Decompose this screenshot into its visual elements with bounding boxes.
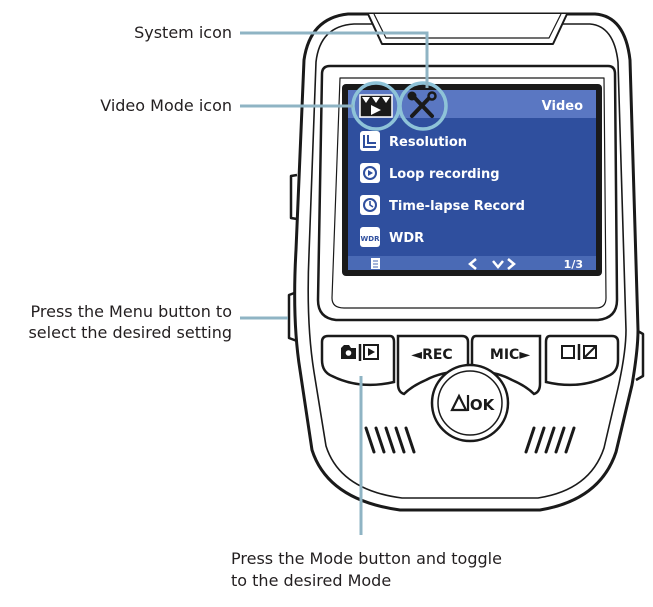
- warning-triangle-icon: [450, 393, 468, 412]
- menu-item-label: Time-lapse Record: [389, 199, 525, 214]
- screen-toggle-button[interactable]: [544, 334, 620, 387]
- page-indicator: 1/3: [564, 258, 583, 271]
- menu-button-callout-line1: Press the Menu button to: [30, 302, 232, 321]
- system-icon-callout: System icon: [134, 23, 232, 42]
- system-icon-leader: [240, 31, 429, 88]
- lcd-screen: Video Resolution Loop recording: [342, 81, 602, 276]
- menu-button-callout-line2: select the desired setting: [28, 323, 232, 342]
- menu-item-resolution[interactable]: Resolution: [360, 131, 467, 151]
- speaker-grille-left: [364, 426, 416, 454]
- ok-button-label: OK: [470, 396, 496, 414]
- mode-label: Video: [542, 99, 583, 114]
- camera-video-icon: [341, 344, 379, 361]
- screen-on-off-icon: [561, 344, 597, 360]
- mic-button-label: MIC►: [490, 347, 530, 363]
- menu-item-loop-recording[interactable]: Loop recording: [360, 163, 500, 183]
- chevron-left-icon[interactable]: [468, 258, 477, 270]
- video-mode-icon[interactable]: [359, 94, 393, 118]
- menu-item-label: Loop recording: [389, 167, 500, 182]
- chevron-down-icon[interactable]: [492, 260, 504, 269]
- system-icon[interactable]: [407, 91, 437, 118]
- mode-button[interactable]: [320, 334, 396, 387]
- leader-lines: [240, 31, 429, 535]
- rec-button[interactable]: ◄REC: [396, 334, 470, 396]
- screen-background: [348, 90, 596, 270]
- video-mode-icon-callout: Video Mode icon: [100, 96, 232, 115]
- wdr-icon-text: WDR: [361, 235, 381, 243]
- system-highlight-ring: [398, 81, 448, 131]
- menu-item-time-lapse-record[interactable]: Time-lapse Record: [360, 195, 525, 215]
- speaker-grille-right: [524, 426, 576, 454]
- mic-button[interactable]: MIC►: [470, 334, 542, 396]
- menu-item-wdr[interactable]: WDR WDR: [360, 227, 424, 247]
- menu-item-label: WDR: [389, 231, 424, 246]
- rec-button-label: ◄REC: [411, 347, 452, 363]
- menu-list-icon[interactable]: [371, 258, 380, 269]
- ok-button[interactable]: OK: [430, 363, 510, 443]
- menu-item-label: Resolution: [389, 135, 467, 150]
- chevron-right-icon[interactable]: [507, 258, 516, 270]
- wdr-icon: [360, 227, 380, 247]
- mode-button-callout-line1: Press the Mode button and toggle: [231, 549, 502, 568]
- mode-button-callout-line2: to the desired Mode: [231, 571, 392, 590]
